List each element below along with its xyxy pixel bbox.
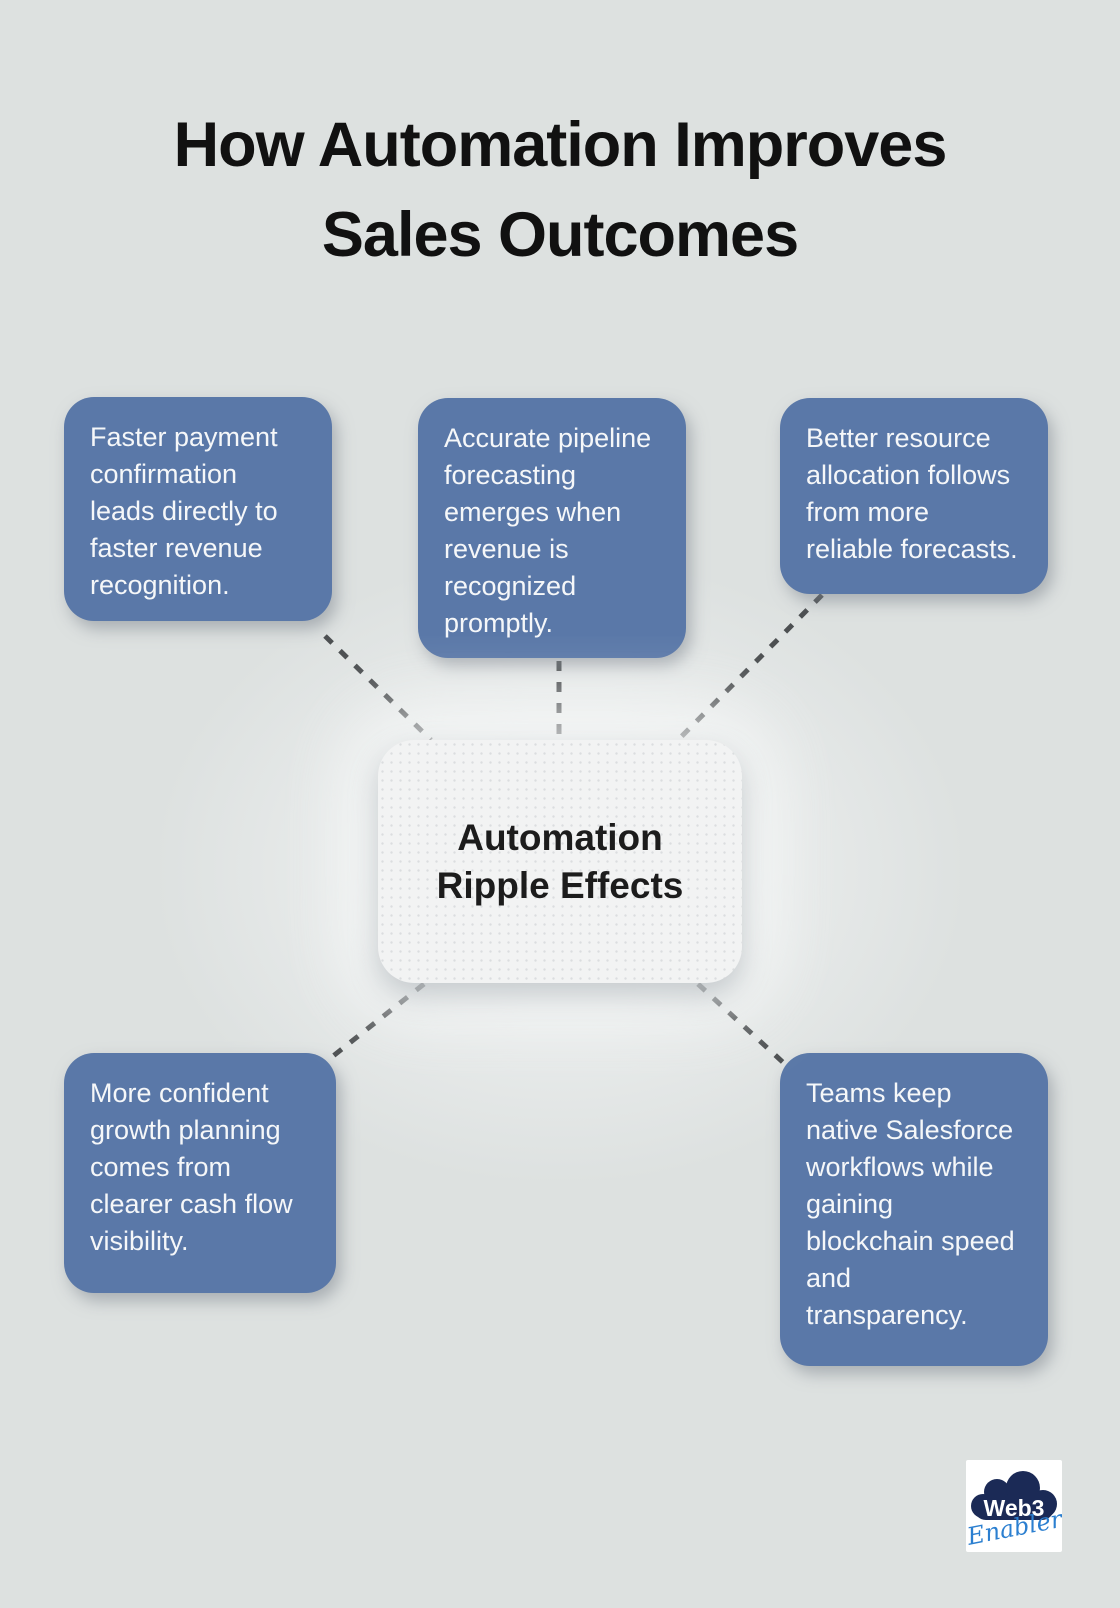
cloud-icon	[971, 1471, 1057, 1520]
center-node-label: Automation Ripple Effects	[436, 816, 684, 906]
page-title: How Automation Improves Sales Outcomes	[173, 110, 948, 270]
benefit-card-faster-payment-text: Faster payment confirmation leads direct…	[90, 422, 278, 600]
connector-top-right-line	[674, 593, 824, 744]
benefit-card-pipeline-forecasting: Accurate pipeline forecasting emerges wh…	[418, 398, 686, 658]
benefit-card-resource-allocation: Better resource allocation follows from …	[780, 398, 1048, 594]
connector-bottom-right-line	[696, 982, 789, 1068]
benefit-card-growth-planning: More confident growth planning comes fro…	[64, 1053, 336, 1293]
benefit-card-resource-allocation-text: Better resource allocation follows from …	[806, 423, 1018, 564]
connector-bottom-left-line	[321, 982, 426, 1066]
web3-enabler-logo-graphic: Web3 Enabler	[966, 1471, 1062, 1551]
center-node: Automation Ripple Effects	[378, 740, 742, 983]
web3-enabler-logo: Web3 Enabler	[966, 1460, 1062, 1552]
connector-top-left-line	[323, 634, 433, 742]
benefit-card-pipeline-forecasting-text: Accurate pipeline forecasting emerges wh…	[444, 423, 652, 638]
logo-brand-web3: Web3	[984, 1495, 1045, 1521]
benefit-card-growth-planning-text: More confident growth planning comes fro…	[90, 1078, 293, 1256]
benefit-card-salesforce-workflows: Teams keep native Salesforce workflows w…	[780, 1053, 1048, 1366]
benefit-card-salesforce-workflows-text: Teams keep native Salesforce workflows w…	[806, 1078, 1015, 1330]
benefit-card-faster-payment: Faster payment confirmation leads direct…	[64, 397, 332, 621]
